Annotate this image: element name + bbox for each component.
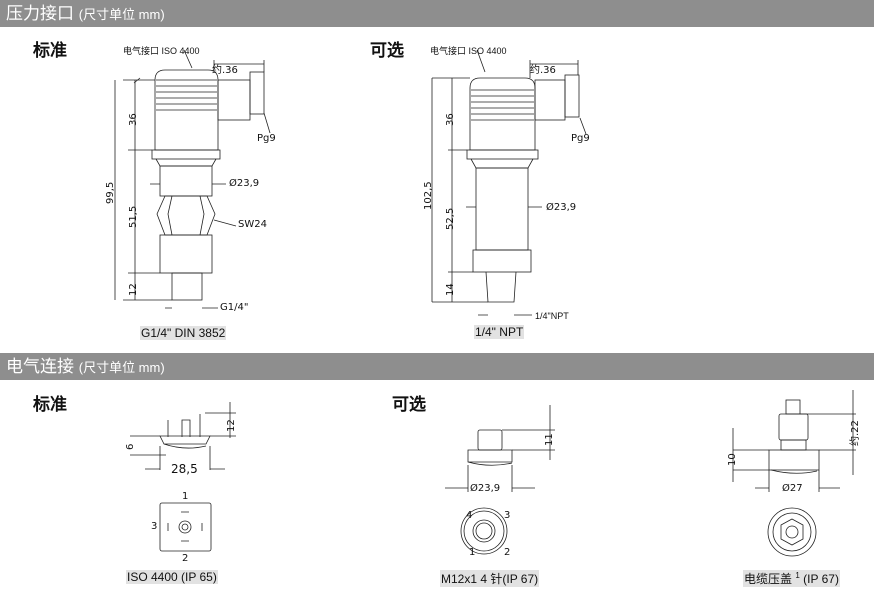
head-length: 36 — [445, 113, 456, 126]
diameter-label: Ø23,9 — [229, 178, 260, 189]
diameter-label: Ø23,9 — [470, 483, 501, 494]
section-unit: (尺寸单位 mm) — [78, 7, 165, 22]
pin-label: 2 — [182, 553, 189, 564]
m12-caption: M12x1 4 针(IP 67) — [440, 570, 540, 587]
optional-heading: 可选 — [370, 41, 404, 61]
pin-label: 3 — [151, 521, 158, 532]
thread-length: 12 — [128, 283, 139, 296]
body-length: 52,5 — [445, 207, 456, 230]
optional-heading: 可选 — [392, 395, 426, 415]
diameter-label: Ø27 — [782, 483, 803, 494]
m12-connector-drawing — [445, 405, 555, 555]
height-dimension: 11 — [544, 433, 555, 446]
gland-caption: 电缆压盖 1 (IP 67) — [743, 570, 840, 587]
pin-label: 2 — [504, 547, 511, 558]
caption-text: 电缆压盖 — [744, 572, 793, 586]
section-header-pressure: 压力接口 (尺寸单位 mm) — [0, 0, 874, 27]
total-length: 102,5 — [423, 181, 434, 210]
gland-label: Pg9 — [257, 133, 276, 144]
section-title: 压力接口 — [6, 4, 74, 23]
standard-heading: 标准 — [33, 395, 67, 415]
thread-label: G1/4" — [220, 302, 249, 313]
pin-label: 3 — [504, 510, 511, 521]
head-length: 36 — [128, 113, 139, 126]
pin-label: 1 — [182, 491, 189, 502]
footnote-marker: 1 — [795, 571, 800, 580]
width-dimension: 28,5 — [171, 462, 198, 476]
thread-label: 1/4"NPT — [535, 311, 569, 321]
width-dimension: 约.36 — [212, 65, 238, 76]
ip-rating: (IP 67) — [803, 572, 839, 586]
iso-caption: ISO 4400 (IP 65) — [126, 570, 218, 584]
pin-label: 4 — [466, 510, 473, 521]
connector-label: 电气接口 ISO 4400 — [430, 46, 507, 56]
pin-label: 1 — [469, 547, 476, 558]
iso4400-connector-drawing — [130, 402, 236, 552]
total-length: 99,5 — [105, 181, 116, 204]
optional-transmitter-drawing — [431, 49, 587, 316]
height-dimension: 10 — [727, 453, 738, 466]
body-length: 51,5 — [128, 205, 139, 228]
wrench-size: SW24 — [238, 219, 267, 230]
gland-label: Pg9 — [571, 133, 590, 144]
height-dimension: 约.22 — [850, 420, 861, 446]
standard-heading: 标准 — [33, 41, 67, 61]
cable-gland-drawing — [732, 390, 856, 557]
standard-caption: G1/4" DIN 3852 — [140, 326, 227, 340]
height-dimension: 6 — [125, 443, 136, 450]
height-dimension: 12 — [226, 419, 237, 432]
section-header-electrical: 电气连接 (尺寸单位 mm) — [0, 353, 874, 380]
thread-length: 14 — [445, 283, 456, 296]
diameter-label: Ø23,9 — [546, 202, 577, 213]
section-title: 电气连接 — [6, 357, 74, 376]
section-unit: (尺寸单位 mm) — [78, 360, 165, 375]
standard-transmitter-drawing — [114, 49, 271, 309]
optional-caption: 1/4" NPT — [474, 325, 525, 339]
width-dimension: 约.36 — [530, 65, 556, 76]
connector-label: 电气接口 ISO 4400 — [123, 46, 200, 56]
